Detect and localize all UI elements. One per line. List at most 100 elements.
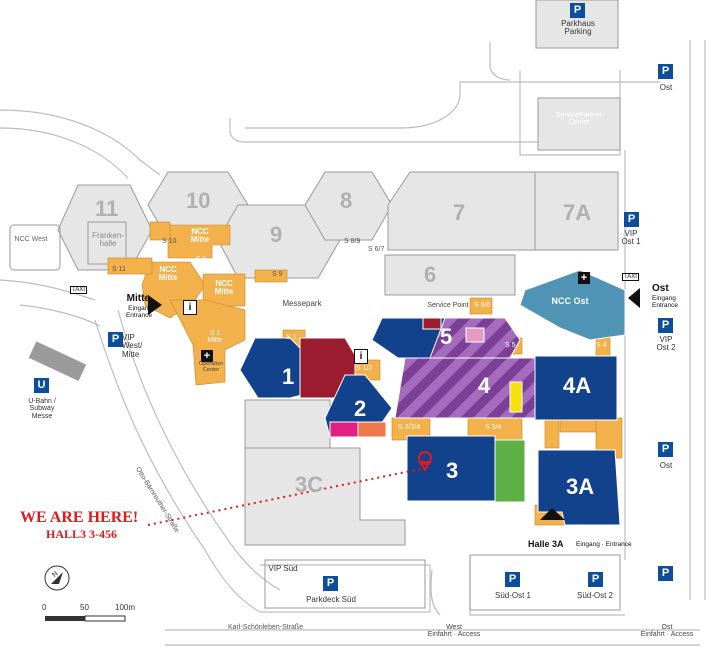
halle3a-entrance-title: Halle 3A [528, 539, 564, 549]
frankenhalle-label: Franken- halle [91, 231, 124, 249]
hall-6-label: 6 [424, 262, 437, 287]
ost-top-parking-icon: P [658, 64, 673, 79]
route-line [147, 467, 426, 526]
hall-1-blue [239, 337, 303, 399]
location-pin-icon [418, 451, 433, 472]
ncc-mitte-left-label: NCC Mitte [158, 265, 178, 283]
grey-buildings [9, 0, 621, 611]
hall-4-label: 4 [478, 373, 491, 398]
halle3a-entrance-sub: Eingang · Entrance [576, 541, 632, 548]
s1-label: S 1 [286, 334, 297, 341]
bus-parking-icon: P [658, 566, 673, 581]
we-are-here-label: WE ARE HERE! [20, 509, 139, 526]
s234-label: S 2/3/4 [398, 424, 421, 431]
hall-1-label: 1 [282, 364, 295, 389]
mitte-entrance-arrow [148, 295, 162, 315]
ost-entrance-arrow [628, 288, 640, 308]
vip-ost1-parking-icon: P [624, 212, 639, 227]
hall-9-label: 9 [270, 222, 283, 247]
operation-center-label: Operation Center [198, 361, 224, 373]
s11-label: S 11 [112, 266, 126, 273]
hall-3a-label: 3A [566, 474, 595, 499]
s1-mitte-area [169, 299, 246, 386]
hall-5-pink [465, 327, 485, 343]
ncc-mitte-right [202, 273, 246, 307]
entrances [148, 288, 640, 520]
compass-icon [44, 565, 70, 591]
taxi-left-icon: TAXI [70, 286, 87, 294]
hall-8-shape [304, 171, 393, 241]
sued-ost1-label: Süd-Ost 1 [494, 591, 531, 600]
servicepartner-shape [537, 97, 621, 151]
messepark-label: Messepark [282, 299, 322, 308]
hall-11-label: 11 [95, 196, 119, 221]
first-aid-icon: + [201, 350, 213, 362]
hall-3a-shape [537, 449, 621, 526]
sued-ost2-parking-icon: P [588, 572, 603, 587]
ost-mid-label: Ost [659, 461, 673, 470]
s9-label: S 9 [272, 271, 283, 278]
hall-7-label: 7 [453, 200, 466, 225]
roads [0, 40, 706, 646]
first-aid-icon-2: + [578, 272, 590, 284]
s4-label: S 4 [596, 342, 607, 349]
ncc-mitte-right-label: NCC Mitte [214, 279, 234, 297]
exhibit-halls [239, 269, 626, 526]
s12-label: S 1/2 [356, 365, 373, 372]
sued-ost2-label: Süd-Ost 2 [576, 591, 613, 600]
parkdeck-sued-parking-icon: P [323, 576, 338, 591]
karl-street-label: Karl-Schönleben-Straße [228, 624, 304, 631]
taxi-right-icon: TAXI [622, 273, 639, 281]
vip-west-mitte-label: VIP West/ Mitte [122, 333, 143, 359]
ost-top-label: Ost [659, 83, 673, 92]
hall-stand-label: HALL3 3-456 [46, 527, 118, 541]
ubahn-icon: U [34, 378, 49, 393]
hall-3c-shape [244, 447, 406, 546]
ost-mid-parking-icon: P [658, 442, 673, 457]
ost-entrance-sub: Eingang Entrance [652, 295, 679, 309]
sued-ost-outline [469, 554, 621, 611]
info-icon-2: i [354, 349, 368, 364]
hall-4a-label: 4A [563, 373, 592, 398]
ncc-west-label: NCC West [14, 236, 48, 243]
s34-label: S 3/4 [485, 424, 502, 431]
scale-0: 0 [42, 603, 47, 612]
hall-4a-shape [534, 355, 618, 421]
hall-3c-label: 3C [295, 472, 324, 497]
parkhaus-label: Parkhaus Parking [561, 19, 595, 37]
frankenhalle-shape [87, 221, 127, 265]
service-point-label: Service Point [427, 302, 469, 309]
parkdeck-outline [264, 559, 426, 609]
hall-6-shape [384, 254, 516, 296]
hall-8-label: 8 [340, 188, 353, 213]
ncc-ost-label: NCC Ost [551, 296, 589, 306]
hall-7-shape [387, 171, 536, 251]
hall-4-yellow [509, 381, 523, 413]
scale-50: 50 [80, 603, 89, 612]
hall-3-green [494, 439, 526, 503]
ubahn-label: U-Bahn / Subway Messe [28, 398, 56, 420]
servicepartner-label: ServicePartner Center [555, 112, 603, 127]
hall-3-shape [406, 435, 496, 502]
hall-5-label: 5 [440, 324, 453, 349]
hall-2-coral [357, 421, 387, 438]
vip-sued-label: VIP Süd [268, 564, 298, 573]
ncc-mitte-top [167, 224, 231, 259]
s67-label: S 6/7 [368, 246, 385, 253]
vip-west-mitte-parking-icon: P [108, 332, 123, 347]
ost-entrance-title: Ost [652, 283, 669, 294]
s56-box [469, 297, 493, 315]
halle3a-entrance-arrow [540, 508, 565, 520]
parkdeck-sued-label: Parkdeck Süd [306, 595, 356, 604]
s56-label: S 5/6 [474, 302, 491, 309]
ubahn-bar [28, 341, 87, 381]
mitte-entrance-title: Mitte [126, 293, 150, 304]
hall-2-label: 2 [354, 396, 367, 421]
ncc-mitte-top-label: NCC Mitte [190, 227, 210, 245]
s5-label: S 5 [505, 342, 516, 349]
hall-2-pink [329, 421, 361, 438]
vip-ost2-label: VIP Ost 2 [656, 335, 676, 353]
hall-10-label: 10 [186, 188, 211, 213]
